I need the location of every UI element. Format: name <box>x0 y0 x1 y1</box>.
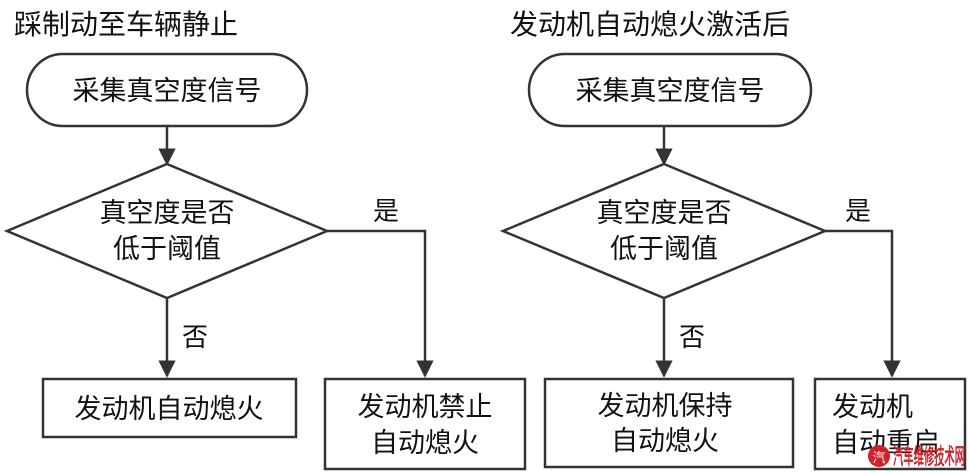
left-no-result-box <box>41 377 298 439</box>
right-yes-label: 是 <box>845 197 871 227</box>
left-start-label: 采集真空度信号 <box>73 76 262 107</box>
left-decision-line1: 真空度是否 <box>100 198 235 229</box>
watermark: 汽 汽车维修技术网 <box>868 444 965 470</box>
watermark-text: 汽车维修技术网 <box>893 444 965 470</box>
watermark-logo-icon <box>868 445 890 467</box>
right-decision-line2: 低于阈值 <box>610 234 718 265</box>
left-flowchart: 踩制动至车辆静止 采集真空度信号 真空度是否 低于阈值 否 发动机自动熄火 是 … <box>3 8 527 471</box>
left-arrow-yes <box>327 229 434 378</box>
right-no-result-line2: 自动熄火 <box>611 426 719 457</box>
right-decision-diamond <box>499 162 829 300</box>
left-yes-result-line2: 自动熄火 <box>371 428 479 459</box>
right-start-terminator <box>527 52 813 128</box>
left-title: 踩制动至车辆静止 <box>14 8 238 41</box>
right-decision-line1: 真空度是否 <box>597 198 732 229</box>
right-arrow-yes <box>825 229 901 378</box>
left-decision-diamond <box>3 162 331 300</box>
right-yes-result-line1: 发动机 <box>832 392 913 423</box>
right-yes-result-box <box>813 377 967 471</box>
left-yes-result-line1: 发动机禁止 <box>358 392 493 423</box>
right-flowchart: 发动机自动熄火激活后 采集真空度信号 真空度是否 低于阈值 否 发动机保持 自动… <box>499 8 967 471</box>
right-no-result-line1: 发动机保持 <box>598 391 733 422</box>
right-no-result-box <box>543 377 795 469</box>
left-decision-line2: 低于阈值 <box>113 234 221 265</box>
left-yes-label: 是 <box>373 197 399 227</box>
left-no-result-label: 发动机自动熄火 <box>75 394 264 425</box>
watermark-logo-glyph: 汽 <box>872 451 885 466</box>
right-title: 发动机自动熄火激活后 <box>510 8 790 41</box>
right-start-label: 采集真空度信号 <box>576 76 765 107</box>
left-no-label: 否 <box>182 323 208 353</box>
right-no-label: 否 <box>679 323 705 353</box>
left-yes-result-box <box>323 377 527 471</box>
